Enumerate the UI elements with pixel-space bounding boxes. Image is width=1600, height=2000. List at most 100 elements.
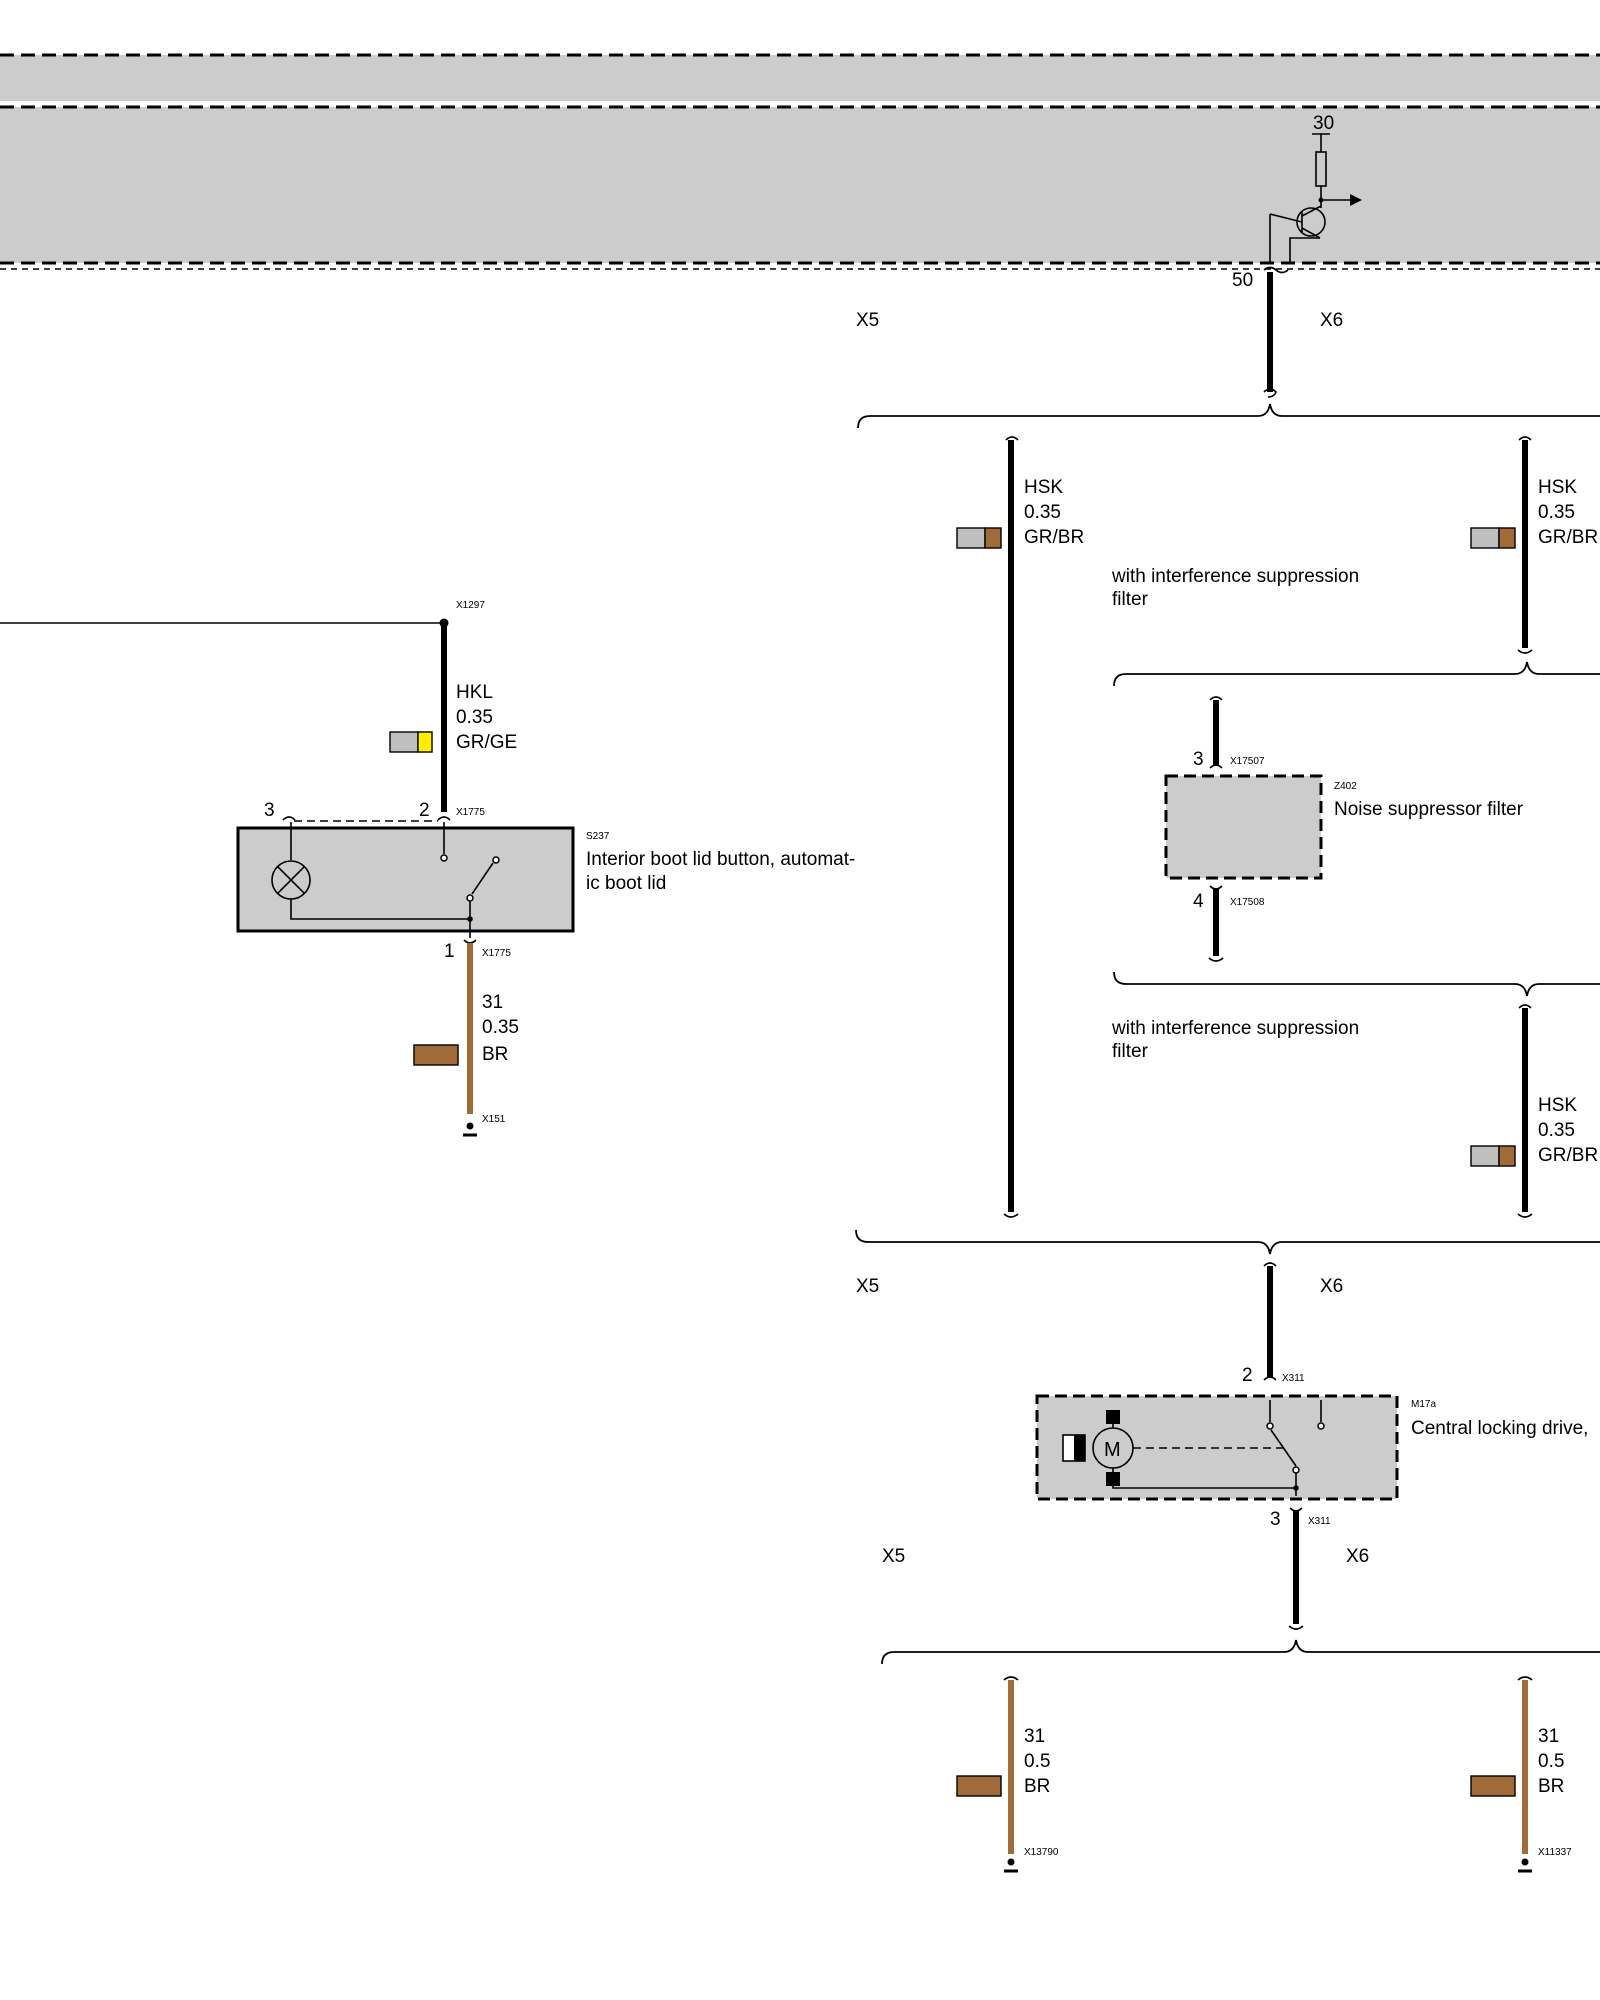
connector-mark <box>1263 266 1289 274</box>
interference-note: with interference suppression <box>1111 566 1359 587</box>
wire-size-label: 0.35 <box>1538 1120 1575 1141</box>
s237-pin-top-left: 3 <box>264 800 275 821</box>
interference-note: filter <box>1112 1041 1149 1062</box>
pin-50-label: 50 <box>1232 270 1253 291</box>
wire-size-label: 0.5 <box>1024 1751 1050 1772</box>
wire-break-mark <box>1003 1213 1019 1218</box>
z402-name: Noise suppressor filter <box>1334 799 1524 820</box>
switch-icon <box>440 822 500 938</box>
wire-color-swatch <box>389 731 433 753</box>
z402-connector-top: X17507 <box>1230 756 1265 767</box>
wire-size-label: 0.35 <box>456 707 493 728</box>
lamp-icon <box>271 822 470 920</box>
interference-note: with interference suppression <box>1111 1018 1359 1039</box>
wire-break-mark <box>1263 388 1277 398</box>
wire-break-mark <box>1005 436 1019 441</box>
motor-icon: M <box>1062 1410 1134 1486</box>
pin-30-label: 30 <box>1313 113 1334 134</box>
s237-id: S237 <box>586 831 610 842</box>
z402-pin-bottom: 4 <box>1193 891 1204 912</box>
s237-connector-bottom: X1775 <box>482 948 511 959</box>
module-band-upper <box>0 55 1600 101</box>
wire-color-label: BR <box>1024 1776 1050 1797</box>
wire-break-mark <box>1003 1676 1019 1681</box>
wire-signal-label: HSK <box>1024 477 1063 498</box>
z402-id: Z402 <box>1334 781 1357 792</box>
m17a-pin-top: 2 <box>1242 1365 1253 1386</box>
wire-break-mark <box>1517 649 1533 654</box>
wire-signal-label: HKL <box>456 682 493 703</box>
z402-noise-filter <box>1164 774 1323 880</box>
ground-symbol-icon <box>1518 1858 1532 1873</box>
transistor-driver-icon <box>1269 133 1362 262</box>
wire-color-swatch <box>1470 1145 1516 1167</box>
ground-symbol-icon <box>463 1122 477 1137</box>
branch-brace <box>881 1639 1600 1665</box>
wire-size-label: 0.35 <box>1024 502 1061 523</box>
module-band-lower <box>0 107 1600 263</box>
wire-break-mark <box>1263 1262 1277 1267</box>
connector-mark <box>282 816 296 821</box>
branch-x5-label: X5 <box>882 1546 905 1567</box>
s237-pin-bottom: 1 <box>444 941 455 962</box>
wire-signal-label: HSK <box>1538 1095 1577 1116</box>
interference-note: filter <box>1112 589 1149 610</box>
m17a-pin-bottom: 3 <box>1270 1509 1281 1530</box>
s237-name-line1: Interior boot lid button, automat- <box>586 849 855 870</box>
wire-color-label: BR <box>482 1044 508 1065</box>
ground-symbol-icon <box>1004 1858 1018 1873</box>
wire-color-swatch <box>956 527 1002 549</box>
wire-color-label: GR/BR <box>1024 527 1084 548</box>
connector-x151: X151 <box>482 1114 506 1125</box>
wire-break-mark <box>1288 1625 1304 1630</box>
wire-color-label: GR/BR <box>1538 527 1598 548</box>
branch-x6-label: X6 <box>1320 1276 1343 1297</box>
wire-color-label: GR/GE <box>456 732 517 753</box>
wire-size-label: 0.35 <box>482 1017 519 1038</box>
top-control-module: 30 50 <box>0 53 1600 291</box>
drive-switch-icon <box>1112 1400 1325 1496</box>
wire-color-label: GR/BR <box>1538 1145 1598 1166</box>
wire-color-swatch <box>1470 527 1516 549</box>
branch-x6-label: X6 <box>1346 1546 1369 1567</box>
branch-brace <box>855 1229 1600 1255</box>
branch-brace <box>1113 661 1600 687</box>
s237-pin-top-right: 2 <box>419 800 430 821</box>
wire-color-swatch <box>413 1044 459 1066</box>
wire-signal-label: 31 <box>482 992 503 1013</box>
wire-break-mark <box>1517 1213 1533 1218</box>
m17a-name: Central locking drive, <box>1411 1418 1588 1439</box>
connector-mark <box>437 816 451 821</box>
connector-x11337: X11337 <box>1538 1847 1572 1858</box>
m17a-connector-top: X311 <box>1282 1373 1305 1384</box>
connector-mark <box>1263 1376 1277 1381</box>
branch-brace <box>1113 971 1600 997</box>
wire-signal-label: 31 <box>1538 1726 1559 1747</box>
wire-signal-label: HSK <box>1538 477 1577 498</box>
wire-color-label: BR <box>1538 1776 1564 1797</box>
wire-break-mark <box>1518 436 1532 441</box>
branch-x5-label: X5 <box>856 1276 879 1297</box>
branch-brace <box>857 403 1600 429</box>
wire-size-label: 0.35 <box>1538 502 1575 523</box>
branch-x6-label: X6 <box>1320 310 1343 331</box>
z402-pin-top: 3 <box>1193 749 1204 770</box>
wire-break-mark <box>1208 957 1224 962</box>
wire-size-label: 0.5 <box>1538 1751 1564 1772</box>
branch-x5-label: X5 <box>856 310 879 331</box>
wire-break-mark <box>1518 1004 1532 1009</box>
z402-connector-bottom: X17508 <box>1230 897 1265 908</box>
s237-name-line2: ic boot lid <box>586 873 666 894</box>
m17a-id: M17a <box>1411 1399 1436 1410</box>
connector-mark <box>1209 764 1223 769</box>
wire-color-swatch <box>1470 1775 1516 1797</box>
wire-signal-label: 31 <box>1024 1726 1045 1747</box>
s237-connector-top: X1775 <box>456 807 485 818</box>
connector-x13790: X13790 <box>1024 1847 1059 1858</box>
connector-x1297: X1297 <box>456 600 485 611</box>
svg-text:M: M <box>1104 1439 1121 1461</box>
splice-x1297 <box>439 618 449 628</box>
wire-break-mark <box>1209 696 1223 701</box>
connector-mark <box>463 939 477 944</box>
